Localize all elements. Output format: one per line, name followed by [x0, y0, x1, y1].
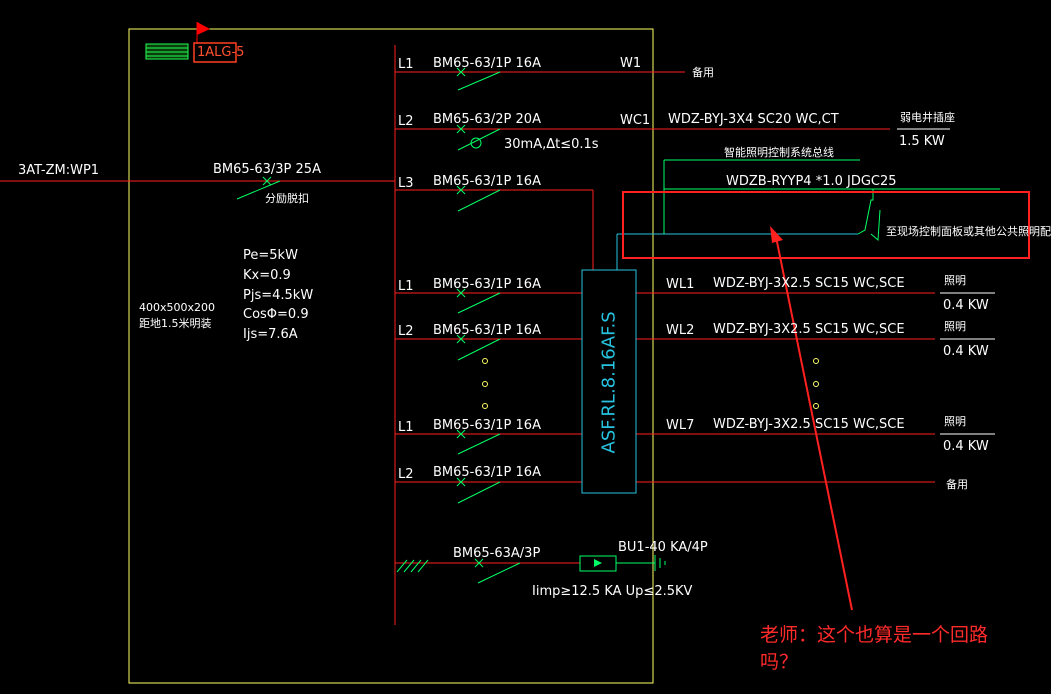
incoming-breaker-note: 分励脱扣 — [265, 192, 309, 205]
annotation-arrow-shaft — [774, 231, 853, 611]
breaker-x-marks — [456, 67, 484, 568]
circuit-breaker: BM65-63/1P 16A — [433, 418, 541, 433]
incoming-source: 3AT-ZM:WP1 — [18, 163, 100, 178]
flag-icon — [197, 22, 210, 35]
param-pe: Pe=5kW — [243, 248, 298, 263]
circuit-load: 照明 — [944, 320, 966, 333]
incoming-breaker: BM65-63/3P 25A — [213, 162, 321, 177]
control-cable-green — [663, 159, 1000, 242]
circuit-load: 备用 — [946, 478, 968, 491]
circuit-load: 备用 — [692, 66, 714, 79]
circuit-phase: L1 — [398, 279, 414, 294]
circuit-id: WL7 — [666, 418, 695, 433]
circuit-phase: L1 — [398, 57, 414, 72]
breaker-blades — [457, 71, 521, 584]
spd-arrow-icon — [594, 559, 602, 567]
circuit-cable: WDZ-BYJ-3X2.5 SC15 WC,SCE — [713, 276, 905, 291]
circuit-id: WC1 — [620, 113, 651, 128]
circuit-cable: WDZ-BYJ-3X4 SC20 WC,CT — [668, 112, 839, 127]
circuit-rcd-spec: 30mA,Δt≤0.1s — [504, 137, 599, 152]
circuit-id: WL1 — [666, 277, 695, 292]
load-underlines — [897, 128, 995, 435]
circuit-cable: WDZ-BYJ-3X2.5 SC15 WC,SCE — [713, 417, 905, 432]
param-cos: CosΦ=0.9 — [243, 307, 309, 322]
circuit-breaker: BM65-63/1P 16A — [433, 56, 541, 71]
circuit-breaker: BM65-63/1P 16A — [433, 465, 541, 480]
control-bus-cable: WDZB-RYYP4 *1.0 JDGC25 — [726, 174, 897, 189]
circuit-phase: L2 — [398, 467, 414, 482]
circuit-breaker: BM65-63/1P 16A — [433, 277, 541, 292]
param-ijs: Ijs=7.6A — [243, 327, 298, 342]
incoming-breaker-blade — [236, 180, 281, 200]
ellipsis-dots — [482, 358, 819, 409]
circuit-phase: L1 — [398, 420, 414, 435]
control-bus-title: 智能照明控制系统总线 — [724, 146, 834, 159]
control-module-box — [581, 269, 637, 494]
spd-spec: Iimp≥12.5 KA Up≤2.5KV — [532, 584, 693, 599]
annotation-question-line1: 老师：这个也算是一个回路 — [760, 624, 989, 646]
circuit-cable: WDZ-BYJ-3X2.5 SC15 WC,SCE — [713, 322, 905, 337]
rcd-symbol — [470, 137, 482, 149]
circuit-phase: L2 — [398, 324, 414, 339]
circuit-id: W1 — [620, 56, 642, 71]
panel-id: 1ALG-5 — [197, 45, 245, 60]
circuit-phase: L3 — [398, 176, 414, 191]
circuit-breaker: BM65-63/1P 16A — [433, 174, 541, 189]
circuit-phase: L2 — [398, 114, 414, 129]
hatch-lines — [146, 47, 188, 57]
incoming-breaker-x — [262, 176, 272, 186]
circuit-id: WL2 — [666, 323, 695, 338]
circuit-power: 0.4 KW — [943, 344, 989, 359]
panel-frame — [128, 28, 654, 684]
circuit-breaker: BM65-63/2P 20A — [433, 112, 541, 127]
spd-hatch — [396, 559, 429, 573]
ground-icon — [654, 555, 666, 571]
highlight-box — [622, 191, 1030, 259]
circuit-power: 0.4 KW — [943, 439, 989, 454]
spd-device: BU1-40 KA/4P — [618, 540, 708, 555]
circuit-breaker: BM65-63/1P 16A — [433, 323, 541, 338]
panel-id-box — [193, 42, 237, 63]
circuit-lines — [395, 71, 935, 564]
control-bus-target: 至现场控制面板或其他公共照明配电箱 — [886, 225, 1051, 238]
annotation-question-line2: 吗？ — [760, 651, 799, 673]
panel-install-note: 距地1.5米明装 — [139, 317, 212, 330]
circuit-load: 照明 — [944, 415, 966, 428]
param-kx: Kx=0.9 — [243, 268, 291, 283]
circuit-power: 0.4 KW — [943, 298, 989, 313]
spd-breaker: BM65-63A/3P — [453, 546, 541, 561]
circuit-load: 弱电井插座 — [900, 111, 955, 124]
control-bus — [616, 233, 858, 270]
control-module-label: ASF.RL.8.16AF.S — [598, 311, 620, 454]
annotation-arrowhead-icon — [770, 226, 783, 243]
param-pjs: Pjs=4.5kW — [243, 288, 314, 303]
circuit-power: 1.5 KW — [899, 134, 945, 149]
panel-size-note: 400x500x200 — [139, 301, 216, 314]
circuit-load: 照明 — [944, 274, 966, 287]
